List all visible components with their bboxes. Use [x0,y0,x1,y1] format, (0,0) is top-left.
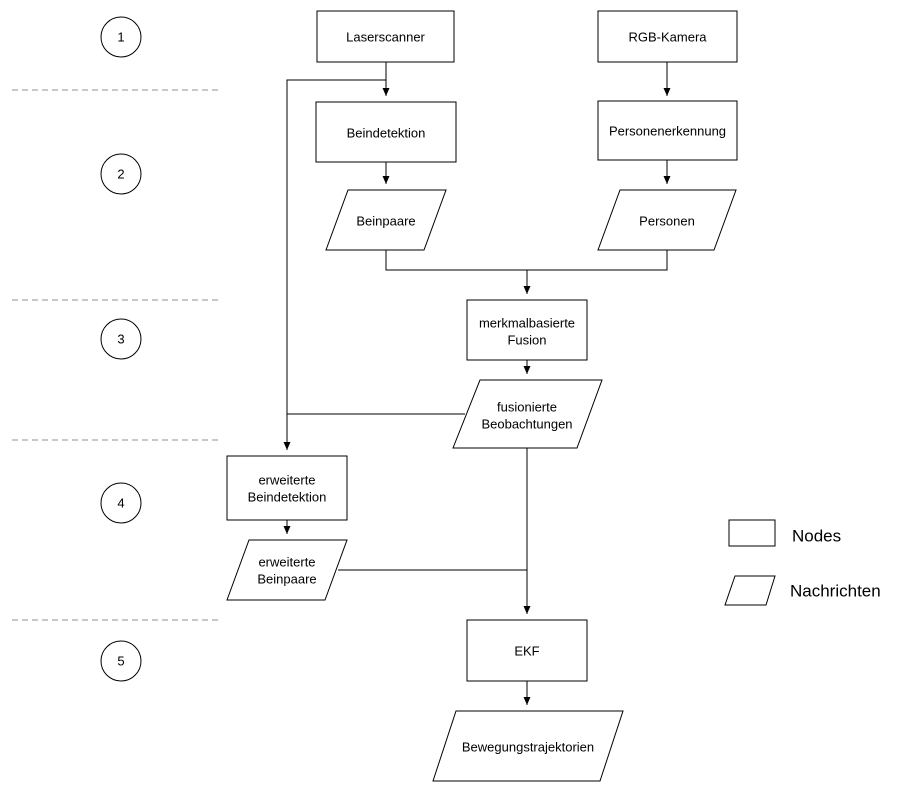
legend-swatch-nachrichten [724,575,776,606]
node-personenerkennung: Personenerkennung [597,100,738,161]
stage-marker-2: 2 [100,153,142,195]
node-erw-beindetektion-label-line1: erweiterte [258,473,315,488]
edge-laserscanner-erw-beindetektion [283,79,386,450]
edge-beinpaare-fusion [385,250,531,294]
node-erw-beinpaare-label-line2: Beinpaare [257,572,316,587]
node-ekf: EKF [466,619,588,682]
stage-marker-3: 3 [100,318,142,360]
node-laserscanner-label: Laserscanner [346,30,425,45]
node-erw-beindetektion-label-line2: Beindetektion [248,490,327,505]
stage-marker-1: 1 [100,16,142,58]
node-beindetektion-label: Beindetektion [347,126,426,141]
stage-label-2: 2 [117,167,124,182]
legend: Nodes Nachrichten [724,519,881,606]
node-rgb-kamera-label: RGB-Kamera [628,30,707,45]
legend-label-nachrichten: Nachrichten [790,582,881,601]
legend-item-nachrichten: Nachrichten [724,575,881,606]
stage-label-4: 4 [117,496,124,511]
node-beindetektion: Beindetektion [315,101,457,163]
node-bewegungstrajektorien: Bewegungstrajektorien [432,710,624,782]
node-personen-label: Personen [639,214,695,229]
node-rgb-kamera: RGB-Kamera [597,10,738,63]
node-laserscanner: Laserscanner [316,10,455,63]
node-trajektorien-label: Bewegungstrajektorien [462,740,594,755]
stage-marker-5: 5 [100,640,142,682]
node-erweiterte-beindetektion: erweiterte Beindetektion [226,455,348,521]
legend-swatch-nodes [728,519,776,547]
node-fusion-label-line1: merkmalbasierte [479,316,575,331]
node-erw-beinpaare-label-line1: erweiterte [258,555,315,570]
node-personen: Personen [597,189,737,251]
node-ekf-label: EKF [514,644,539,659]
stage-label-1: 1 [117,30,124,45]
legend-item-nodes: Nodes [728,519,841,547]
node-fusionierte-label-line2: Beobachtungen [481,417,572,432]
node-fusionierte-beobachtungen: fusionierte Beobachtungen [452,379,603,449]
node-beinpaare-label: Beinpaare [356,214,415,229]
edge-personen-fusion [527,250,668,271]
stage-label-3: 3 [117,332,124,347]
node-erweiterte-beinpaare: erweiterte Beinpaare [226,539,348,601]
node-merkmalbasierte-fusion: merkmalbasierte Fusion [466,299,588,361]
node-beinpaare: Beinpaare [325,189,447,251]
node-fusion-label-line2: Fusion [507,333,546,348]
node-fusionierte-label-line1: fusionierte [497,400,557,415]
stage-label-5: 5 [117,654,124,669]
stage-marker-4: 4 [100,482,142,524]
node-personenerkennung-label: Personenerkennung [609,124,726,139]
legend-label-nodes: Nodes [792,527,841,546]
